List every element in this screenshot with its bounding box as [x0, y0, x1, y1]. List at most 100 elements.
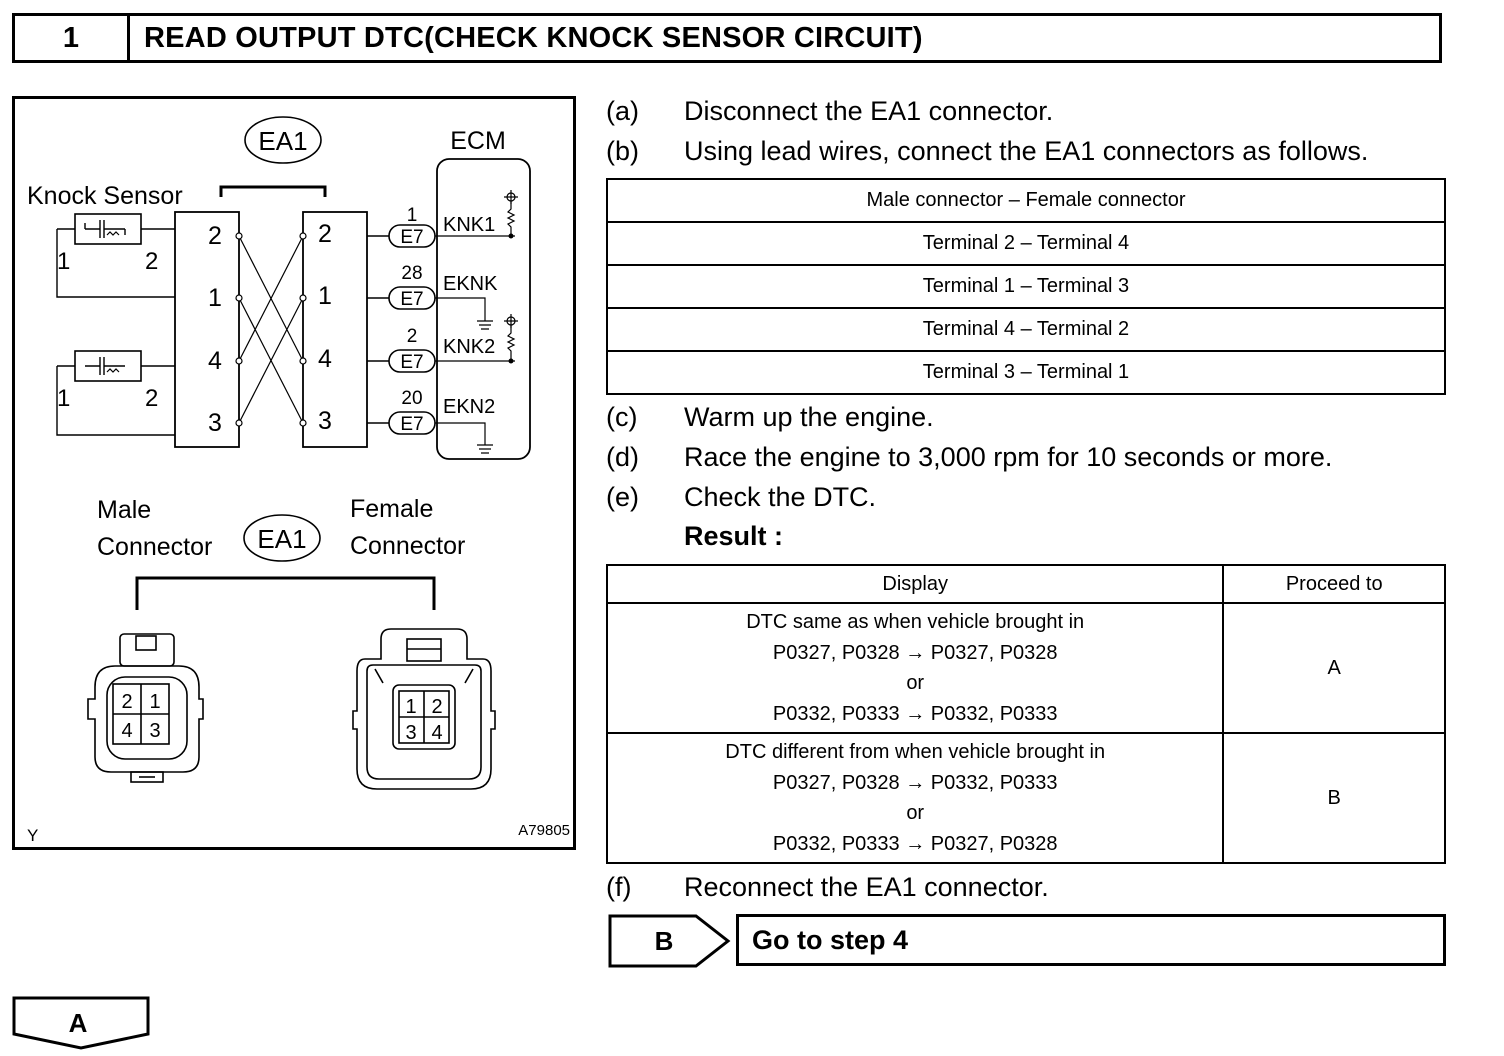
step-e-label: (e) [606, 482, 639, 512]
male-face-pin-2: 2 [121, 691, 132, 713]
signal-name: EKNK [443, 273, 498, 295]
display-line: or [906, 802, 925, 824]
knock-sensor-2: 1 2 [56, 350, 175, 436]
pin-number: 2 [407, 326, 418, 347]
right-pin-3: 3 [318, 407, 332, 435]
male-face-pin-3: 3 [149, 720, 160, 742]
display-header: Display [605, 564, 1225, 604]
e7-label: E7 [400, 227, 423, 248]
connection-row: Terminal 2 – Terminal 4 [606, 221, 1446, 266]
step-d-text: Race the engine to 3,000 rpm for 10 seco… [684, 442, 1333, 472]
result-table: Display Proceed to DTC same as when vehi… [605, 564, 1446, 864]
male-label-line1: Male [97, 496, 151, 524]
connection-row: Terminal 4 – Terminal 2 [606, 307, 1446, 352]
female-label-line1: Female [350, 495, 433, 523]
female-face-pin-2: 2 [431, 696, 442, 718]
step-d-label: (d) [606, 442, 639, 472]
ea1-top-label: EA1 [258, 126, 307, 156]
proceed-cell: A [1222, 602, 1446, 734]
e7-label: E7 [400, 414, 423, 435]
step-e: (e) Check the DTC. [606, 481, 876, 513]
left-pin-3: 3 [208, 409, 222, 437]
signal-name: EKN2 [443, 396, 495, 418]
connection-row: Terminal 3 – Terminal 1 [606, 350, 1446, 395]
ecm-internal-wiring [435, 190, 518, 454]
step-f-text: Reconnect the EA1 connector. [684, 872, 1049, 902]
wiring-diagram: EA1 ECM Knock Sensor 1 2 1 2 2 1 [12, 96, 576, 850]
step-e-text: Check the DTC. [684, 482, 877, 512]
connectors-bracket [135, 576, 436, 610]
connector-block-right [302, 211, 368, 448]
step-header: 1 READ OUTPUT DTC(CHECK KNOCK SENSOR CIR… [12, 13, 1442, 63]
right-pin-4: 4 [318, 345, 332, 373]
step-a-label: (a) [606, 96, 639, 126]
pin-number: 28 [401, 263, 422, 284]
step-b-label: (b) [606, 136, 639, 166]
right-pin-1: 1 [318, 282, 332, 310]
display-cell: DTC same as when vehicle brought in P032… [605, 602, 1225, 734]
display-cell: DTC different from when vehicle brought … [605, 732, 1225, 864]
step-f: (f) Reconnect the EA1 connector. [606, 871, 1049, 903]
connection-table-header: Male connector – Female connector [606, 178, 1446, 223]
female-label-line2: Connector [350, 532, 465, 560]
display-line: P0332, P0333 → P0332, P0333 [772, 702, 1058, 725]
step-f-label: (f) [606, 872, 632, 902]
wiring-diagram-svg: EA1 ECM Knock Sensor 1 2 1 2 2 1 [27, 116, 570, 845]
display-line: or [906, 672, 925, 694]
go-to-step-4[interactable]: Go to step 4 [736, 914, 1446, 966]
ecm-label: ECM [450, 127, 506, 155]
crossing-wires [238, 235, 304, 424]
corner-code-left: Y [27, 826, 38, 845]
left-pin-4: 4 [208, 347, 222, 375]
step-number: 1 [15, 16, 130, 60]
step-d: (d) Race the engine to 3,000 rpm for 10 s… [606, 441, 1332, 473]
proceed-cell: B [1222, 732, 1446, 864]
ea1-bracket [219, 185, 327, 197]
right-pin-2: 2 [318, 220, 332, 248]
male-connector-face [87, 633, 204, 783]
sensor2-pin-1: 1 [57, 385, 70, 412]
display-line: P0327, P0328 → P0327, P0328 [772, 641, 1058, 664]
ea1-bottom-label: EA1 [257, 524, 306, 554]
male-face-pin-4: 4 [121, 720, 132, 742]
ea1-bottom-ellipse [243, 514, 321, 562]
step-title: READ OUTPUT DTC(CHECK KNOCK SENSOR CIRCU… [144, 21, 923, 54]
result-b-arrow[interactable]: B [608, 914, 732, 968]
male-face-pin-1: 1 [149, 691, 160, 713]
step-a: (a)Disconnect the EA1 connector. [606, 95, 1053, 127]
knock-sensor-1: 1 2 [56, 213, 175, 298]
ea1-top-ellipse [244, 116, 322, 164]
female-face-pin-4: 4 [431, 722, 442, 744]
sensor2-pin-2: 2 [145, 385, 158, 412]
female-face-pin-1: 1 [405, 696, 416, 718]
step-c-label: (c) [606, 402, 638, 432]
left-pin-2: 2 [208, 222, 222, 250]
male-label-line2: Connector [97, 533, 212, 561]
result-label: Result : [684, 521, 784, 551]
connector-block-left [174, 211, 240, 448]
ecm-pin-knk1: E7 1 KNK1 [388, 205, 495, 248]
result-a-tab[interactable]: A [12, 996, 152, 1052]
display-line: DTC same as when vehicle brought in [746, 611, 1085, 633]
ecm-pin-knk2: E7 2 KNK2 [388, 326, 495, 373]
pin-number: 20 [401, 388, 422, 409]
ecm-box [436, 158, 531, 460]
step-b: (b) Using lead wires, connect the EA1 con… [606, 135, 1368, 167]
sensor1-pin-2: 2 [145, 248, 158, 275]
proceed-header: Proceed to [1222, 564, 1446, 604]
signal-name: KNK2 [443, 336, 495, 358]
e7-label: E7 [400, 352, 423, 373]
left-pin-1: 1 [208, 284, 222, 312]
display-line: DTC different from when vehicle brought … [725, 741, 1106, 763]
step-c: (c)Warm up the engine. [606, 401, 934, 433]
display-line: P0327, P0328 → P0332, P0333 [772, 771, 1058, 794]
connection-row: Terminal 1 – Terminal 3 [606, 264, 1446, 309]
connection-table: Male connector – Female connector Termin… [606, 178, 1446, 395]
ecm-pin-ekn2: E7 20 EKN2 [388, 388, 495, 435]
knock-sensor-label: Knock Sensor [27, 182, 183, 210]
female-connector-face [352, 628, 496, 790]
step-b-text: Using lead wires, connect the EA1 connec… [684, 136, 1369, 166]
female-face-pin-3: 3 [405, 722, 416, 744]
figure-code: A79805 [518, 822, 570, 839]
sensor1-pin-1: 1 [57, 248, 70, 275]
